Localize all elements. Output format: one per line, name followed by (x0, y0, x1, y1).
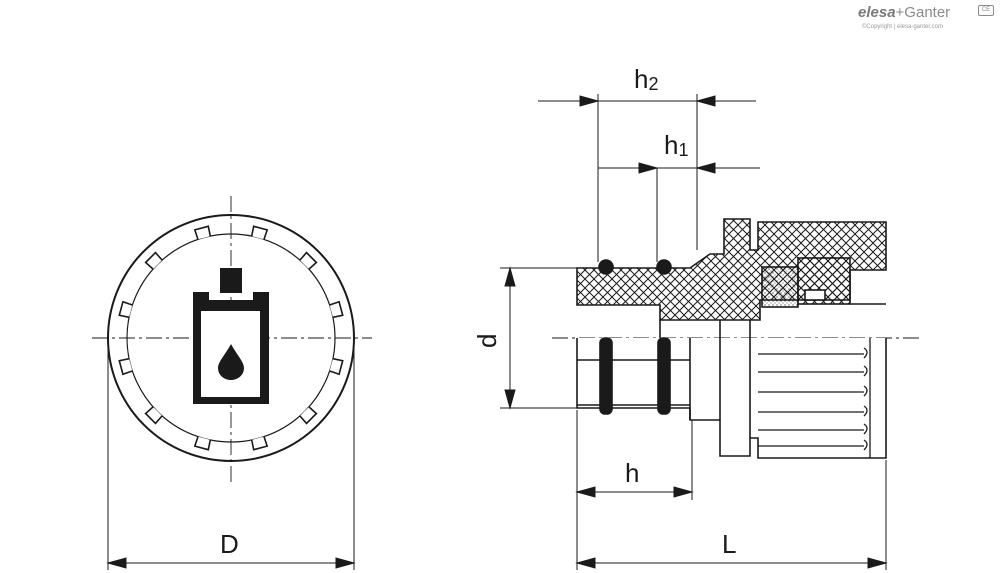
label-h2-base: h (634, 64, 648, 94)
front-rim-notches (118, 225, 344, 451)
rim-notch (193, 225, 212, 240)
rim-notch (329, 300, 344, 319)
rim-notch (299, 251, 318, 270)
side-body-bottom (576, 338, 887, 459)
oil-fill-symbol-icon (193, 268, 269, 404)
side-view (552, 218, 922, 459)
rim-notch (250, 225, 269, 240)
brand-copyright: ©Copyright | elesa-ganter.com (862, 24, 944, 30)
rim-notch (118, 300, 133, 319)
brand-logo: elesa+Ganter CE ©Copyright | elesa-gante… (858, 4, 998, 38)
rim-notch (329, 357, 344, 376)
label-L: L (722, 529, 736, 559)
label-h2-sub: 2 (648, 74, 658, 94)
dimension-h2 (538, 94, 756, 250)
front-outer-rim (107, 214, 355, 462)
dimension-L (575, 460, 888, 570)
dimension-D (106, 345, 356, 570)
rim-notch (299, 406, 318, 425)
dimension-h1 (597, 160, 760, 262)
rim-notch (144, 251, 163, 270)
label-h1: h1 (664, 130, 688, 160)
o-ring-bottom-1 (599, 337, 613, 415)
brand-name-part2: +Ganter (895, 4, 951, 21)
rim-notch (118, 357, 133, 376)
rim-notch (193, 436, 212, 451)
label-D: D (220, 529, 239, 559)
dimension-h (575, 410, 694, 500)
label-h1-sub: 1 (678, 140, 688, 160)
brand-mark: CE (978, 5, 994, 16)
brand-name-part1: elesa (858, 4, 896, 21)
rim-notch (250, 436, 269, 451)
filter-element (761, 266, 799, 308)
label-d: d (472, 334, 502, 348)
o-ring-bottom-2 (657, 337, 671, 415)
insert-window (804, 289, 826, 301)
oil-drop-icon (218, 344, 244, 380)
cap-knurl-ribs (758, 338, 871, 458)
label-h2: h2 (634, 64, 658, 94)
label-h: h (625, 458, 639, 488)
o-ring-top-1 (598, 259, 614, 275)
dimension-d (500, 266, 580, 410)
o-ring-top-2 (656, 259, 672, 275)
front-inner-face (126, 233, 336, 443)
label-h1-base: h (664, 130, 678, 160)
brand-name: elesa+Ganter (858, 4, 950, 21)
rim-notch (144, 406, 163, 425)
